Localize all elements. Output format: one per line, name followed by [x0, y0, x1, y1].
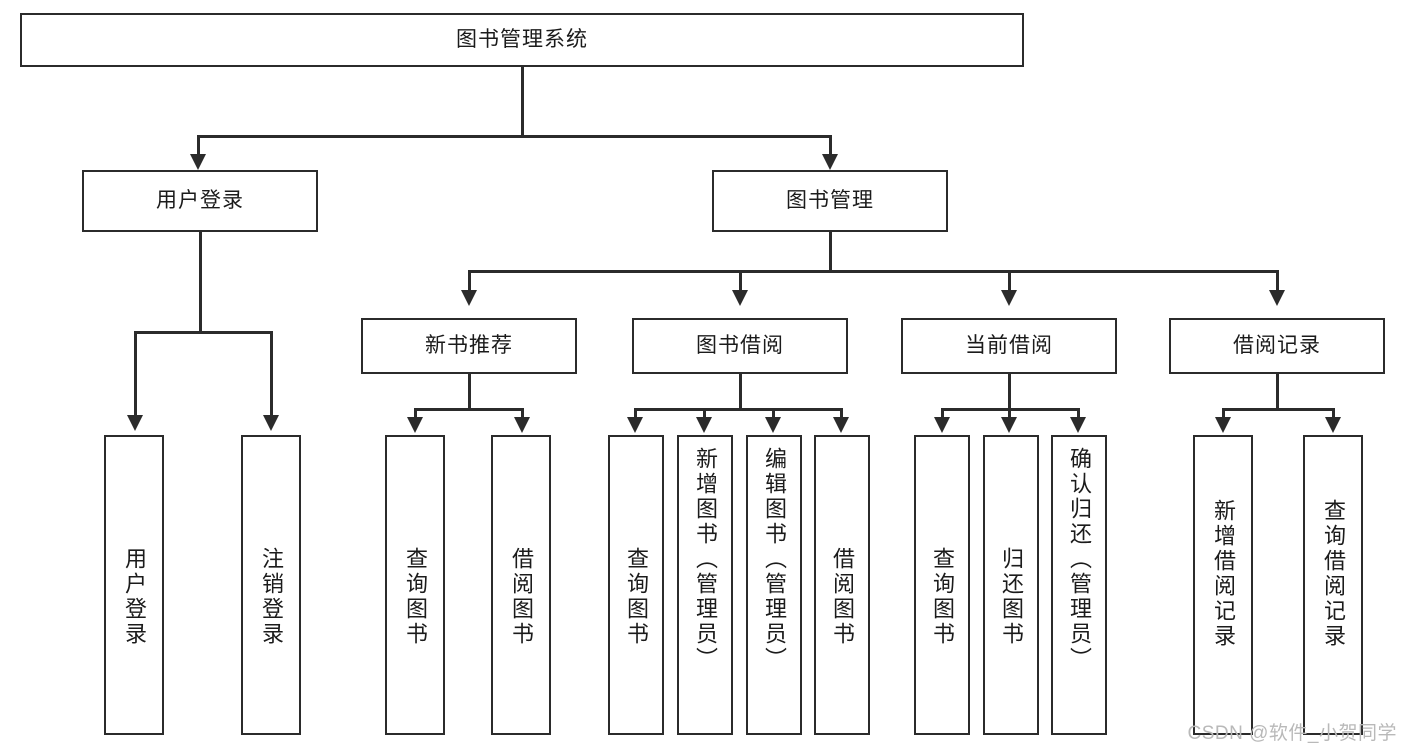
connector-bb-drop-3: [772, 408, 775, 420]
connector-cb-drop-1: [941, 408, 944, 420]
arrow-bm-current-borrow: [1001, 290, 1017, 306]
connector-bb-drop-4: [840, 408, 843, 420]
node-leaf-add-book-label: 新增图书（管理员）: [693, 447, 718, 672]
arrow-bb-leaf-2: [696, 417, 712, 433]
node-current-borrow-label: 当前借阅: [965, 334, 1053, 358]
connector-bm-drop-2: [739, 270, 742, 294]
arrow-cb-leaf-2: [1001, 417, 1017, 433]
arrow-bm-new-book-recommend: [461, 290, 477, 306]
arrow-root-to-user-login: [190, 154, 206, 170]
connector-bm-drop-3: [1008, 270, 1011, 294]
connector-book-management-stem: [829, 232, 832, 272]
connector-nbr-drop-1: [414, 408, 417, 420]
connector-bb-bus: [634, 408, 842, 411]
node-leaf-borrow-book-2-label: 借阅图书: [830, 547, 855, 647]
arrow-bb-leaf-3: [765, 417, 781, 433]
node-leaf-query-book-2-label: 查询图书: [624, 547, 649, 647]
node-leaf-query-book-3[interactable]: 查询图书: [914, 435, 970, 735]
connector-book-management-bus: [468, 270, 1278, 273]
connector-bm-drop-4: [1276, 270, 1279, 294]
arrow-br-leaf-1: [1215, 417, 1231, 433]
node-leaf-add-record-label: 新增借阅记录: [1211, 499, 1236, 649]
node-leaf-logout-login-label: 注销登录: [259, 547, 284, 647]
node-user-login-label: 用户登录: [156, 189, 244, 213]
arrow-bb-leaf-4: [833, 417, 849, 433]
connector-nbr-bus: [414, 408, 524, 411]
node-leaf-confirm-return[interactable]: 确认归还（管理员）: [1051, 435, 1107, 735]
arrow-user-login-leaf-2: [263, 415, 279, 431]
node-book-borrow-label: 图书借阅: [696, 334, 784, 358]
arrow-bm-book-borrow: [732, 290, 748, 306]
node-leaf-user-login[interactable]: 用户登录: [104, 435, 164, 735]
node-leaf-query-book-3-label: 查询图书: [930, 547, 955, 647]
node-leaf-borrow-book-1-label: 借阅图书: [509, 547, 534, 647]
connector-bb-drop-2: [703, 408, 706, 420]
node-leaf-query-record-label: 查询借阅记录: [1321, 499, 1346, 649]
connector-root-bus: [197, 135, 831, 138]
node-leaf-logout-login[interactable]: 注销登录: [241, 435, 301, 735]
arrow-bm-borrow-record: [1269, 290, 1285, 306]
node-new-book-recommend-label: 新书推荐: [425, 334, 513, 358]
connector-cb-stem: [1008, 374, 1011, 410]
connector-root-to-user-login: [197, 135, 200, 161]
node-leaf-borrow-book-2[interactable]: 借阅图书: [814, 435, 870, 735]
arrow-root-to-book-management: [822, 154, 838, 170]
node-leaf-edit-book-label: 编辑图书（管理员）: [762, 447, 787, 672]
node-leaf-query-book-1[interactable]: 查询图书: [385, 435, 445, 735]
node-borrow-record-label: 借阅记录: [1233, 334, 1321, 358]
node-leaf-add-record[interactable]: 新增借阅记录: [1193, 435, 1253, 735]
node-current-borrow[interactable]: 当前借阅: [901, 318, 1117, 374]
node-book-borrow[interactable]: 图书借阅: [632, 318, 848, 374]
connector-br-stem: [1276, 374, 1279, 410]
connector-bm-drop-1: [468, 270, 471, 294]
connector-root-to-book-management: [829, 135, 832, 161]
arrow-br-leaf-2: [1325, 417, 1341, 433]
connector-user-login-drop-2: [270, 331, 273, 419]
arrow-user-login-leaf-1: [127, 415, 143, 431]
node-leaf-return-book[interactable]: 归还图书: [983, 435, 1039, 735]
node-leaf-confirm-return-label: 确认归还（管理员）: [1067, 447, 1092, 672]
node-root-label: 图书管理系统: [456, 28, 588, 52]
node-book-management[interactable]: 图书管理: [712, 170, 948, 232]
connector-cb-drop-2: [1008, 408, 1011, 420]
connector-nbr-drop-2: [521, 408, 524, 420]
node-book-management-label: 图书管理: [786, 189, 874, 213]
node-leaf-edit-book[interactable]: 编辑图书（管理员）: [746, 435, 802, 735]
connector-nbr-stem: [468, 374, 471, 410]
connector-user-login-stem: [199, 232, 202, 333]
connector-bb-drop-1: [634, 408, 637, 420]
connector-cb-bus: [941, 408, 1080, 411]
node-root[interactable]: 图书管理系统: [20, 13, 1024, 67]
node-leaf-add-book[interactable]: 新增图书（管理员）: [677, 435, 733, 735]
connector-root-stem: [521, 67, 524, 137]
arrow-bb-leaf-1: [627, 417, 643, 433]
node-leaf-query-book-1-label: 查询图书: [403, 547, 428, 647]
node-leaf-query-book-2[interactable]: 查询图书: [608, 435, 664, 735]
node-user-login[interactable]: 用户登录: [82, 170, 318, 232]
node-borrow-record[interactable]: 借阅记录: [1169, 318, 1385, 374]
arrow-nbr-leaf-1: [407, 417, 423, 433]
node-leaf-user-login-label: 用户登录: [122, 547, 147, 647]
connector-user-login-bus: [134, 331, 272, 334]
node-leaf-borrow-book-1[interactable]: 借阅图书: [491, 435, 551, 735]
node-leaf-return-book-label: 归还图书: [999, 547, 1024, 647]
connector-cb-drop-3: [1077, 408, 1080, 420]
connector-br-bus: [1222, 408, 1335, 411]
arrow-cb-leaf-3: [1070, 417, 1086, 433]
connector-br-drop-2: [1332, 408, 1335, 420]
arrow-nbr-leaf-2: [514, 417, 530, 433]
connector-br-drop-1: [1222, 408, 1225, 420]
connector-bb-stem: [739, 374, 742, 410]
arrow-cb-leaf-1: [934, 417, 950, 433]
watermark-text: CSDN @软件_小贺同学: [1187, 723, 1397, 744]
node-leaf-query-record[interactable]: 查询借阅记录: [1303, 435, 1363, 735]
node-new-book-recommend[interactable]: 新书推荐: [361, 318, 577, 374]
connector-user-login-drop-1: [134, 331, 137, 419]
